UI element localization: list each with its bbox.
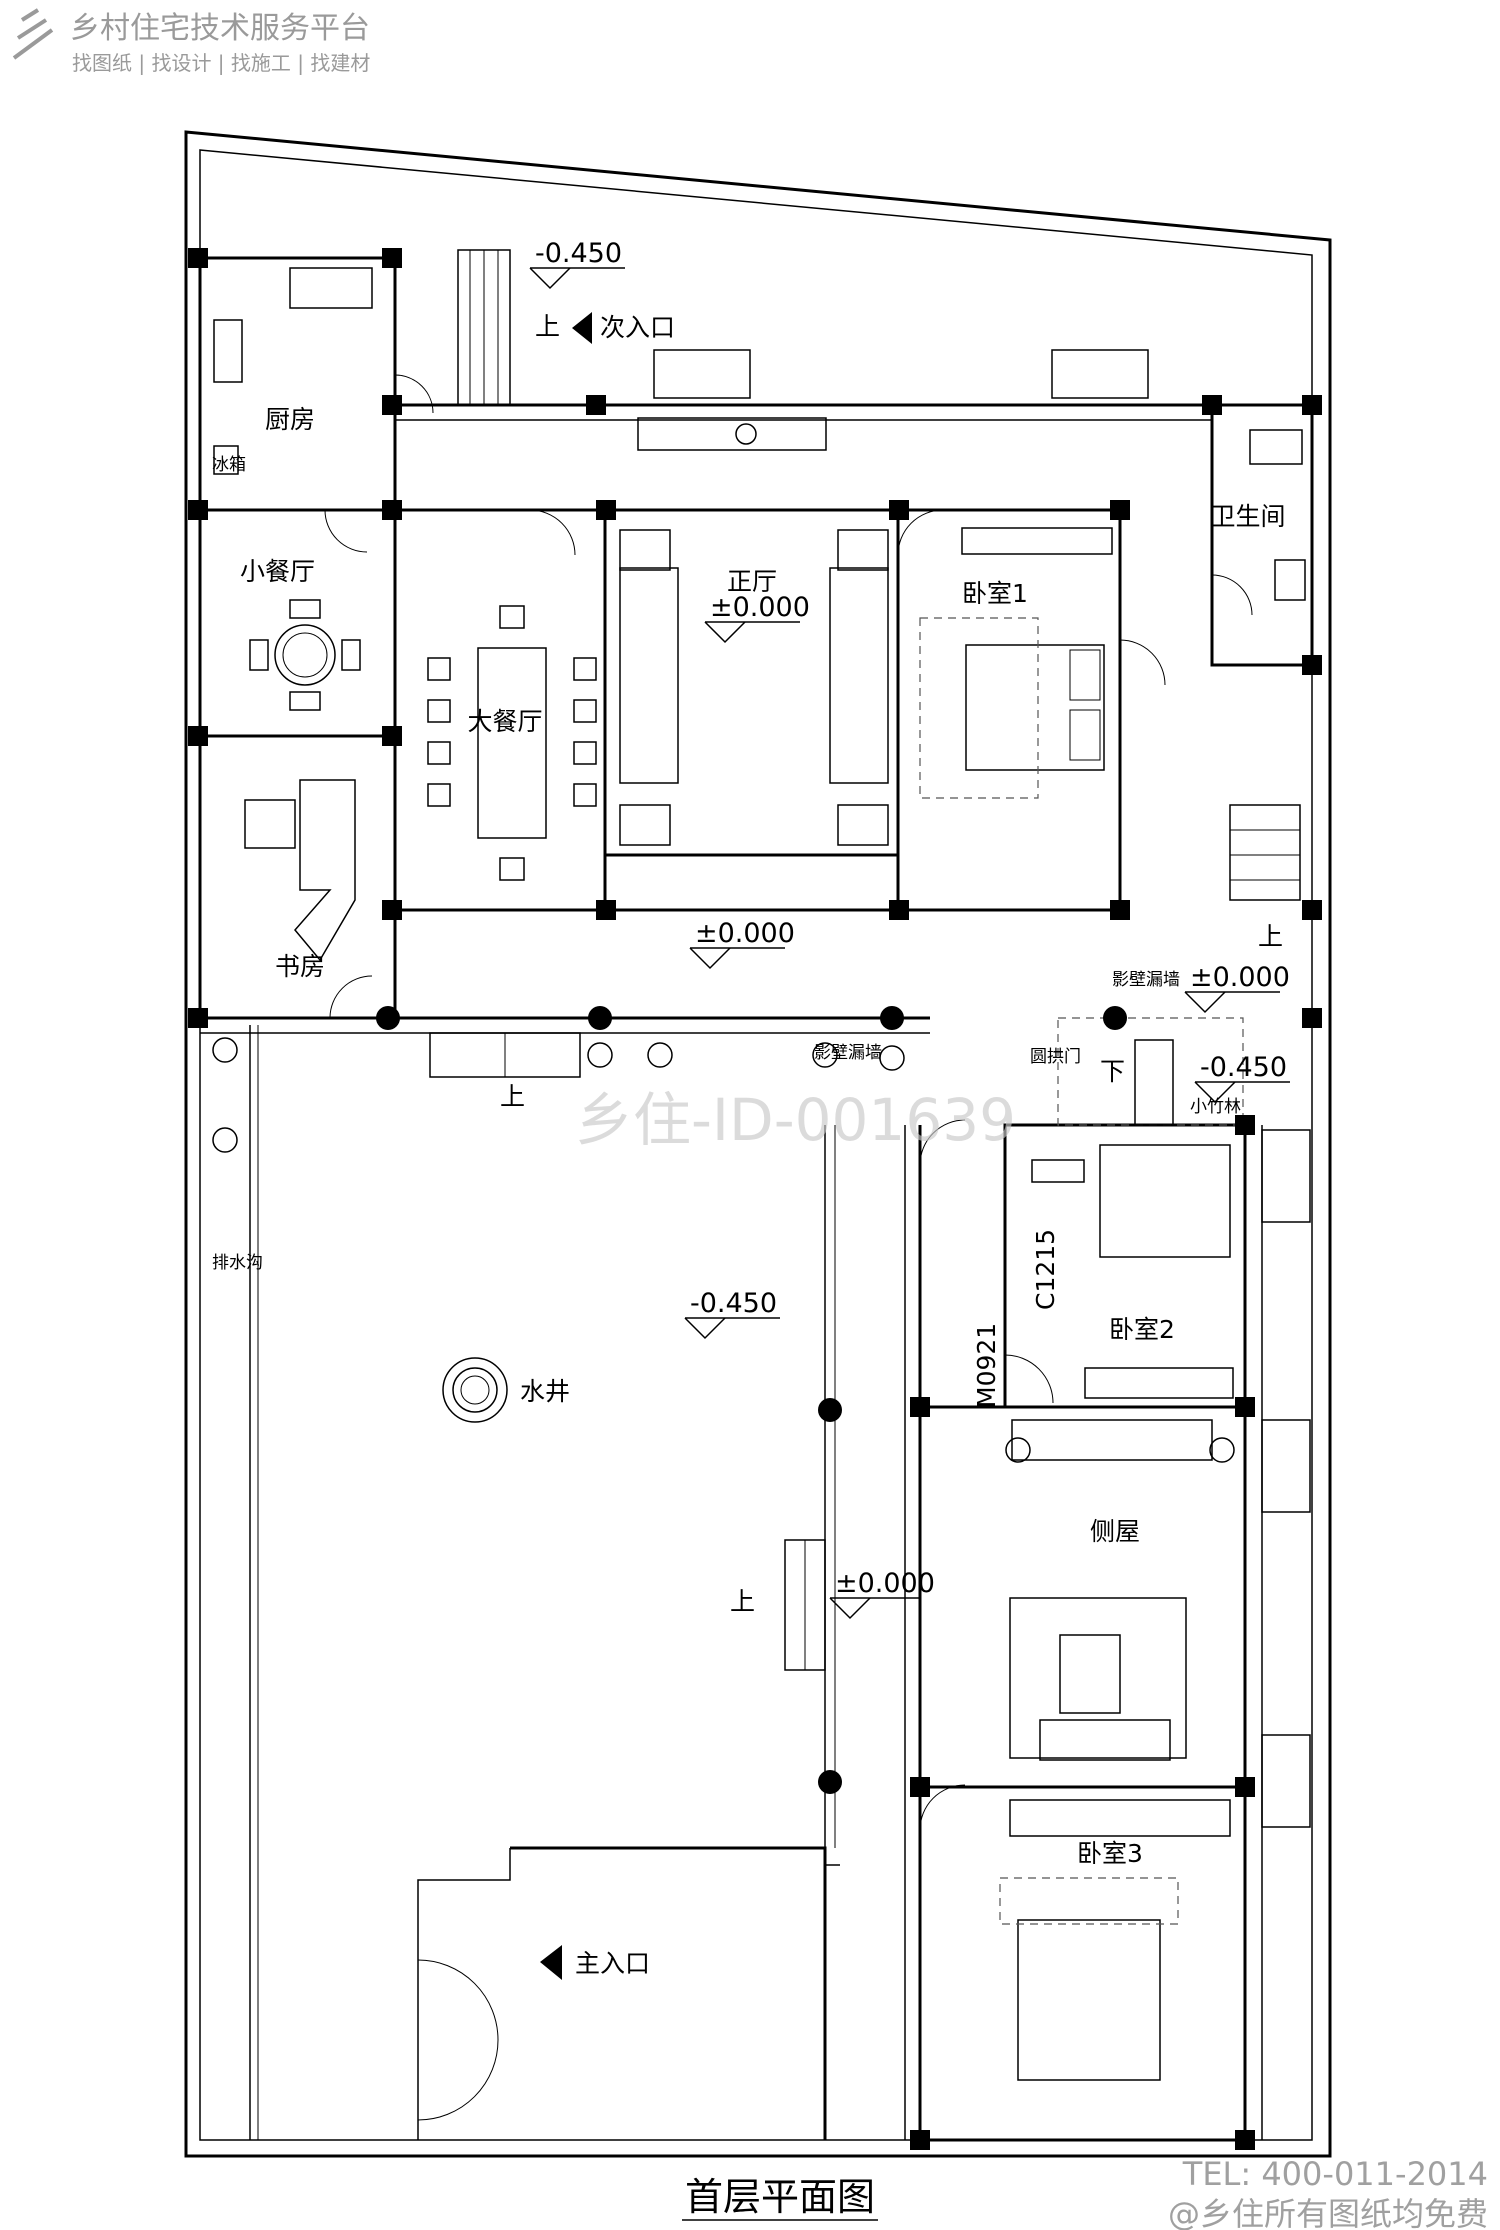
altar-ornament [735, 423, 757, 445]
room-label-kitchen: 厨房 [265, 405, 315, 434]
living-set-icon [1009, 1419, 1213, 1761]
side-table-icon [837, 804, 889, 846]
water-well-icon [442, 1357, 508, 1423]
drawing-title: 首层平面图 [685, 2175, 875, 2219]
side-table-icon [837, 529, 889, 571]
brand-name: 乡村住宅技术服务平台 [70, 11, 370, 46]
stove-icon [213, 319, 243, 383]
svg-text:±0.000: ±0.000 [835, 1568, 935, 1599]
bed-icon [999, 1799, 1231, 2081]
sofa-right-icon [829, 567, 889, 784]
room-label-main-hall: 正厅 [727, 567, 777, 596]
toilet-icon [1249, 429, 1303, 465]
level-marker-courtyard: -0.450 [684, 1288, 780, 1340]
room-label-big-dining: 大餐厅 [467, 707, 542, 736]
level-marker-hall: ±0.000 [704, 592, 810, 644]
level-marker-east: ±0.000 [1184, 962, 1290, 1014]
gatehouse-walls [417, 1846, 840, 2140]
bamboo-steps [1134, 1039, 1174, 1126]
footer-tel: TEL: 400-011-2014 [1182, 2155, 1488, 2193]
svg-text:±0.000: ±0.000 [1190, 962, 1290, 993]
up-label-secondary: 上 [535, 312, 560, 341]
secondary-entrance-steps [457, 249, 511, 406]
room-label-bedroom3: 卧室3 [1077, 1839, 1143, 1868]
room-label-well: 水井 [520, 1377, 570, 1406]
room-label-bedroom2: 卧室2 [1109, 1315, 1175, 1344]
svg-text:-0.450: -0.450 [535, 238, 622, 269]
svg-text:-0.450: -0.450 [690, 1288, 777, 1319]
up-label-side: 上 [730, 1587, 755, 1616]
study-desk-icon [244, 779, 356, 962]
inner-boundary [199, 149, 1313, 2141]
up-label-courtyard: 上 [500, 1082, 525, 1111]
north-window-2 [1051, 349, 1149, 399]
brand-logo: 乡村住宅技术服务平台 找图纸 | 找设计 | 找施工 | 找建材 [12, 8, 370, 75]
room-label-study: 书房 [275, 952, 325, 981]
svg-text:-0.450: -0.450 [1200, 1052, 1287, 1083]
level-marker-bamboo: -0.450 [1194, 1052, 1290, 1104]
bed-icon [1099, 1144, 1231, 1258]
structural-columns [188, 248, 1322, 2150]
footer-note: @乡住所有图纸均免费 [1168, 2195, 1488, 2230]
main-entrance-arrow-icon [540, 1945, 562, 1980]
site-boundary [184, 130, 1332, 2158]
secondary-entrance-arrow-icon [572, 312, 592, 344]
screen-wall-label-east: 影壁漏墙 [1112, 970, 1180, 990]
washbasin-icon [1274, 559, 1306, 601]
round-arch-door-label: 圆拱门 [1030, 1047, 1081, 1067]
desk-icon [1031, 1159, 1085, 1183]
bed-icon [919, 527, 1113, 799]
room-label-bedroom1: 卧室1 [962, 579, 1028, 608]
window-code-label: C1215 [1031, 1229, 1060, 1310]
brand-tagline: 找图纸 | 找设计 | 找施工 | 找建材 [72, 51, 370, 75]
logo-mark-icon [12, 8, 54, 60]
door-code-label: M0921 [972, 1323, 1001, 1408]
dining-table-icon [427, 605, 597, 881]
plant-icons [212, 1037, 1235, 1463]
kitchen-sink-icon [289, 267, 373, 309]
drain-label: 排水沟 [212, 1253, 263, 1273]
sofa-left-icon [619, 567, 679, 784]
altar-table [637, 417, 827, 451]
north-wing-walls [198, 256, 1314, 1034]
down-label-bamboo: 下 [1100, 1057, 1125, 1086]
level-marker-corridor: ±0.000 [689, 918, 795, 970]
svg-text:±0.000: ±0.000 [695, 918, 795, 949]
room-label-side-house: 侧屋 [1090, 1517, 1140, 1546]
side-table-icon [619, 804, 671, 846]
room-label-bamboo: 小竹林 [1190, 1097, 1241, 1117]
round-table-icon [249, 599, 361, 711]
fridge-icon [213, 445, 239, 475]
wardrobe-icon [1084, 1367, 1234, 1399]
svg-text:±0.000: ±0.000 [710, 592, 810, 623]
east-wing-walls [904, 1123, 1311, 2142]
up-label-stair: 上 [1258, 922, 1283, 951]
watermark: 乡住-ID-001639 [575, 1086, 1016, 1154]
screen-wall-label-courtyard: 影壁漏墙 [814, 1043, 882, 1063]
level-marker-top: -0.450 [529, 238, 625, 290]
main-entrance-label: 主入口 [575, 1949, 650, 1978]
room-label-small-dining: 小餐厅 [240, 557, 315, 586]
side-table-icon [619, 529, 671, 571]
room-label-bathroom: 卫生间 [1210, 502, 1285, 531]
secondary-entrance-label: 次入口 [600, 313, 675, 342]
level-marker-side: ±0.000 [829, 1568, 935, 1620]
door-swings [324, 374, 1253, 2121]
room-label-fridge: 冰箱 [212, 455, 246, 475]
north-window-1 [653, 349, 751, 399]
